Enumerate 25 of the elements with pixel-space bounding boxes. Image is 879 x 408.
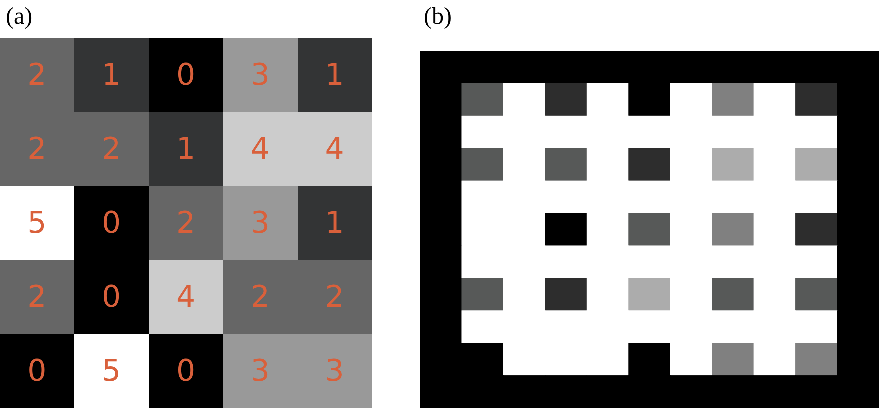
grid-cell: 2 (0, 260, 74, 334)
grid-cell: 4 (223, 112, 298, 186)
grid-cell: 2 (0, 38, 74, 112)
grid-cell: 0 (74, 260, 149, 334)
grid-cell: 3 (223, 186, 298, 260)
grid-cell: 2 (223, 260, 298, 334)
grid-cell: 0 (148, 334, 224, 408)
grid-cell: 1 (74, 38, 149, 112)
grid-cell: 3 (223, 334, 298, 408)
grid-cell: 1 (148, 112, 224, 186)
grid-cell: 3 (298, 334, 372, 408)
grid-cell: 4 (148, 260, 224, 334)
panel-label: (b) (424, 4, 452, 30)
grid-cell: 0 (0, 334, 74, 408)
grid-cell: 4 (298, 112, 372, 186)
grid-cell: 3 (223, 38, 298, 112)
grid-cell: 2 (74, 112, 149, 186)
panel-label: (a) (6, 4, 33, 30)
grid-cell: 0 (74, 186, 149, 260)
grid-cell: 2 (148, 186, 224, 260)
grid-cell: 2 (0, 112, 74, 186)
grid-cell: 0 (148, 38, 224, 112)
grid-cell: 2 (298, 260, 372, 334)
grid-cell: 1 (298, 186, 372, 260)
grid-cell: 1 (298, 38, 372, 112)
